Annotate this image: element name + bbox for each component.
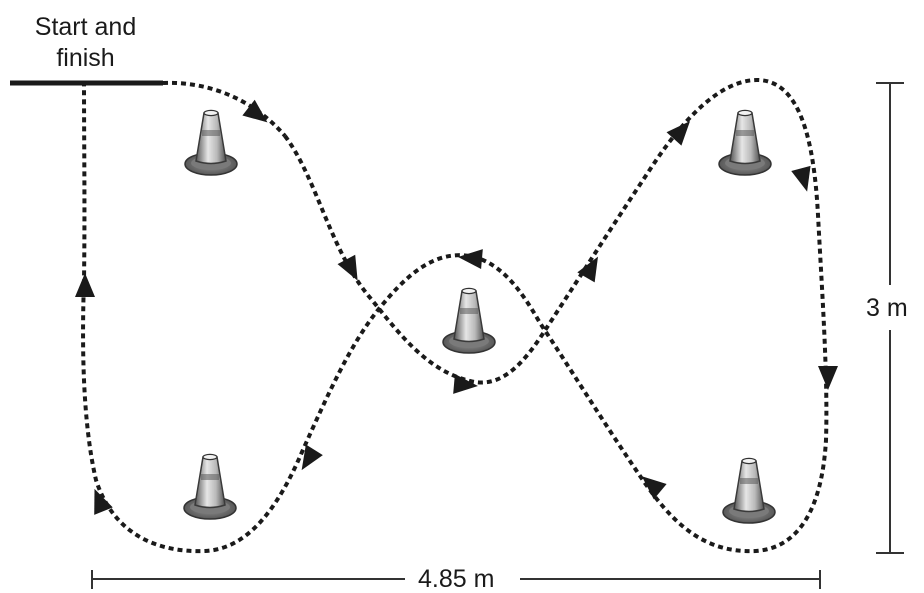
- traffic-cone-icon: [442, 287, 496, 354]
- traffic-cone-icon: [184, 109, 238, 176]
- direction-arrow-icon: [577, 251, 607, 283]
- traffic-cone-icon: [183, 453, 237, 520]
- direction-arrow-icon: [818, 366, 838, 390]
- direction-arrow-icon: [242, 99, 274, 131]
- height-label: 3 m: [866, 294, 908, 322]
- traffic-cone-icon: [718, 109, 772, 176]
- direction-arrow-icon: [457, 246, 483, 270]
- running-path: [81, 77, 829, 554]
- width-label: 4.85 m: [412, 567, 501, 592]
- width-dimension: [91, 570, 821, 589]
- height-dimension: [876, 82, 904, 554]
- start-finish-label-line2: finish: [56, 43, 115, 72]
- direction-arrow-icon: [337, 254, 367, 286]
- path-segment-start: [162, 80, 287, 138]
- traffic-cone-icon: [722, 457, 776, 524]
- start-finish-label-line1: Start and: [34, 13, 137, 41]
- path-segment-diagonal-down: [81, 77, 829, 554]
- direction-arrow-icon: [75, 273, 95, 297]
- cones: [183, 109, 776, 524]
- direction-arrow-icon: [453, 373, 479, 397]
- start-finish-label: Start and finish: [8, 12, 163, 73]
